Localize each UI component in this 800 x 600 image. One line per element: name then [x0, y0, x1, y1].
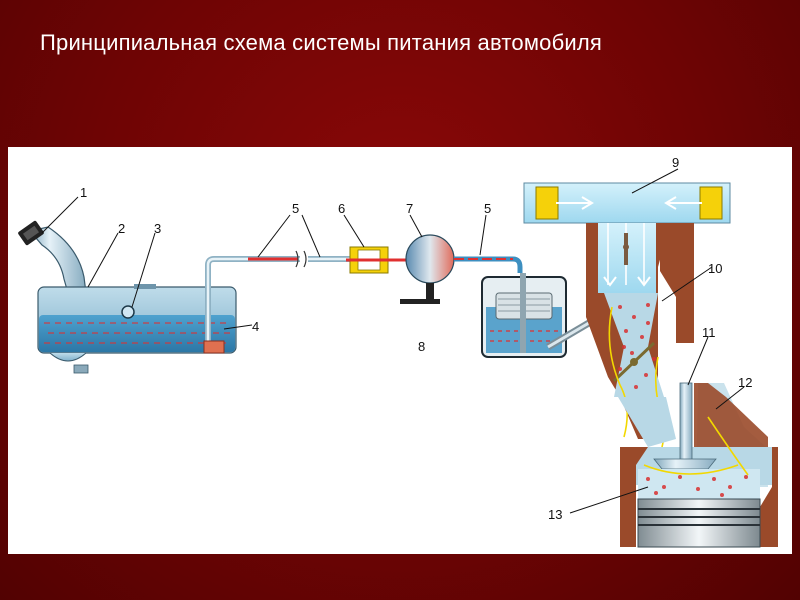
callout-5a: 5: [292, 201, 299, 216]
fuel-filter: [346, 246, 392, 274]
carburetor: [586, 223, 694, 466]
callout-2: 2: [118, 221, 125, 236]
callout-11: 11: [702, 325, 716, 340]
callout-3: 3: [154, 221, 161, 236]
fuel-gauge-float: [121, 305, 135, 319]
fuel-line: [248, 234, 523, 304]
filler-cap-icon: [18, 220, 44, 246]
fuel-pump: [400, 234, 455, 304]
callout-12: 12: [738, 375, 752, 390]
callout-7: 7: [406, 201, 413, 216]
air-filter: [523, 182, 731, 224]
callout-5c: 5: [484, 201, 491, 216]
callout-4: 4: [252, 319, 259, 334]
callout-13: 13: [548, 507, 562, 522]
fuel-tank: [18, 220, 300, 374]
callout-1: 1: [80, 185, 87, 200]
callout-6: 6: [338, 201, 345, 216]
callout-labels: 1 2 3 4 5 5 6 7 5 8 9 10 11 12 13: [80, 155, 752, 522]
engine-cylinder: [618, 382, 778, 548]
callout-9: 9: [672, 155, 679, 170]
callout-10: 10: [708, 261, 722, 276]
slide-title: Принципиальная схема системы питания авт…: [40, 30, 603, 55]
fuel-system-diagram: 1 2 3 4 5 5 6 7 5 8 9 10 11 12 13: [8, 147, 792, 554]
callout-8: 8: [418, 339, 425, 354]
